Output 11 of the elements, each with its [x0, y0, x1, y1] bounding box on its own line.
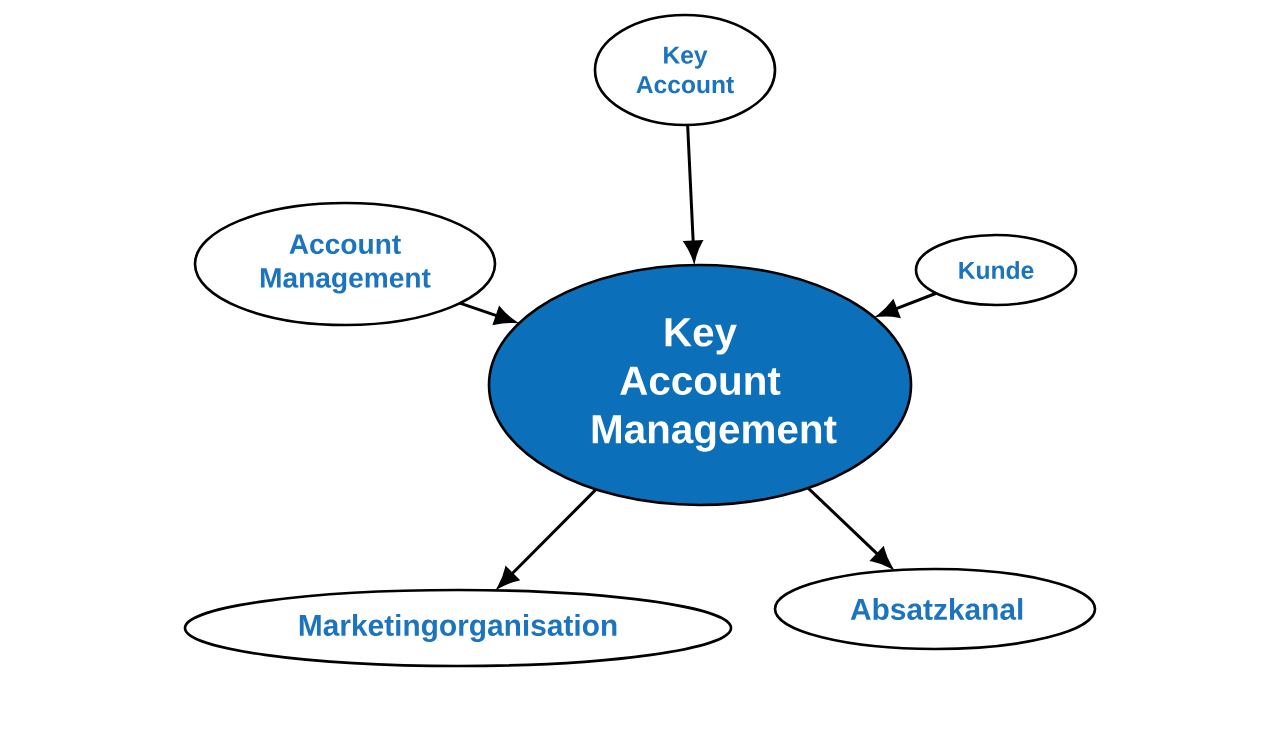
arrow	[807, 486, 892, 569]
ellipse-node: Marketingorganisation	[183, 588, 733, 668]
ellipse-node: Absatzkanal	[773, 567, 1097, 651]
arrow	[497, 488, 598, 588]
ellipse-node: Key Account	[593, 13, 777, 127]
ellipse-node: Account Management	[193, 201, 497, 327]
arrow	[877, 291, 937, 318]
arrow	[459, 301, 516, 325]
ellipse-node: Key Account Management	[487, 263, 913, 507]
arrow	[683, 124, 703, 262]
ellipse-node: Kunde	[914, 233, 1078, 307]
